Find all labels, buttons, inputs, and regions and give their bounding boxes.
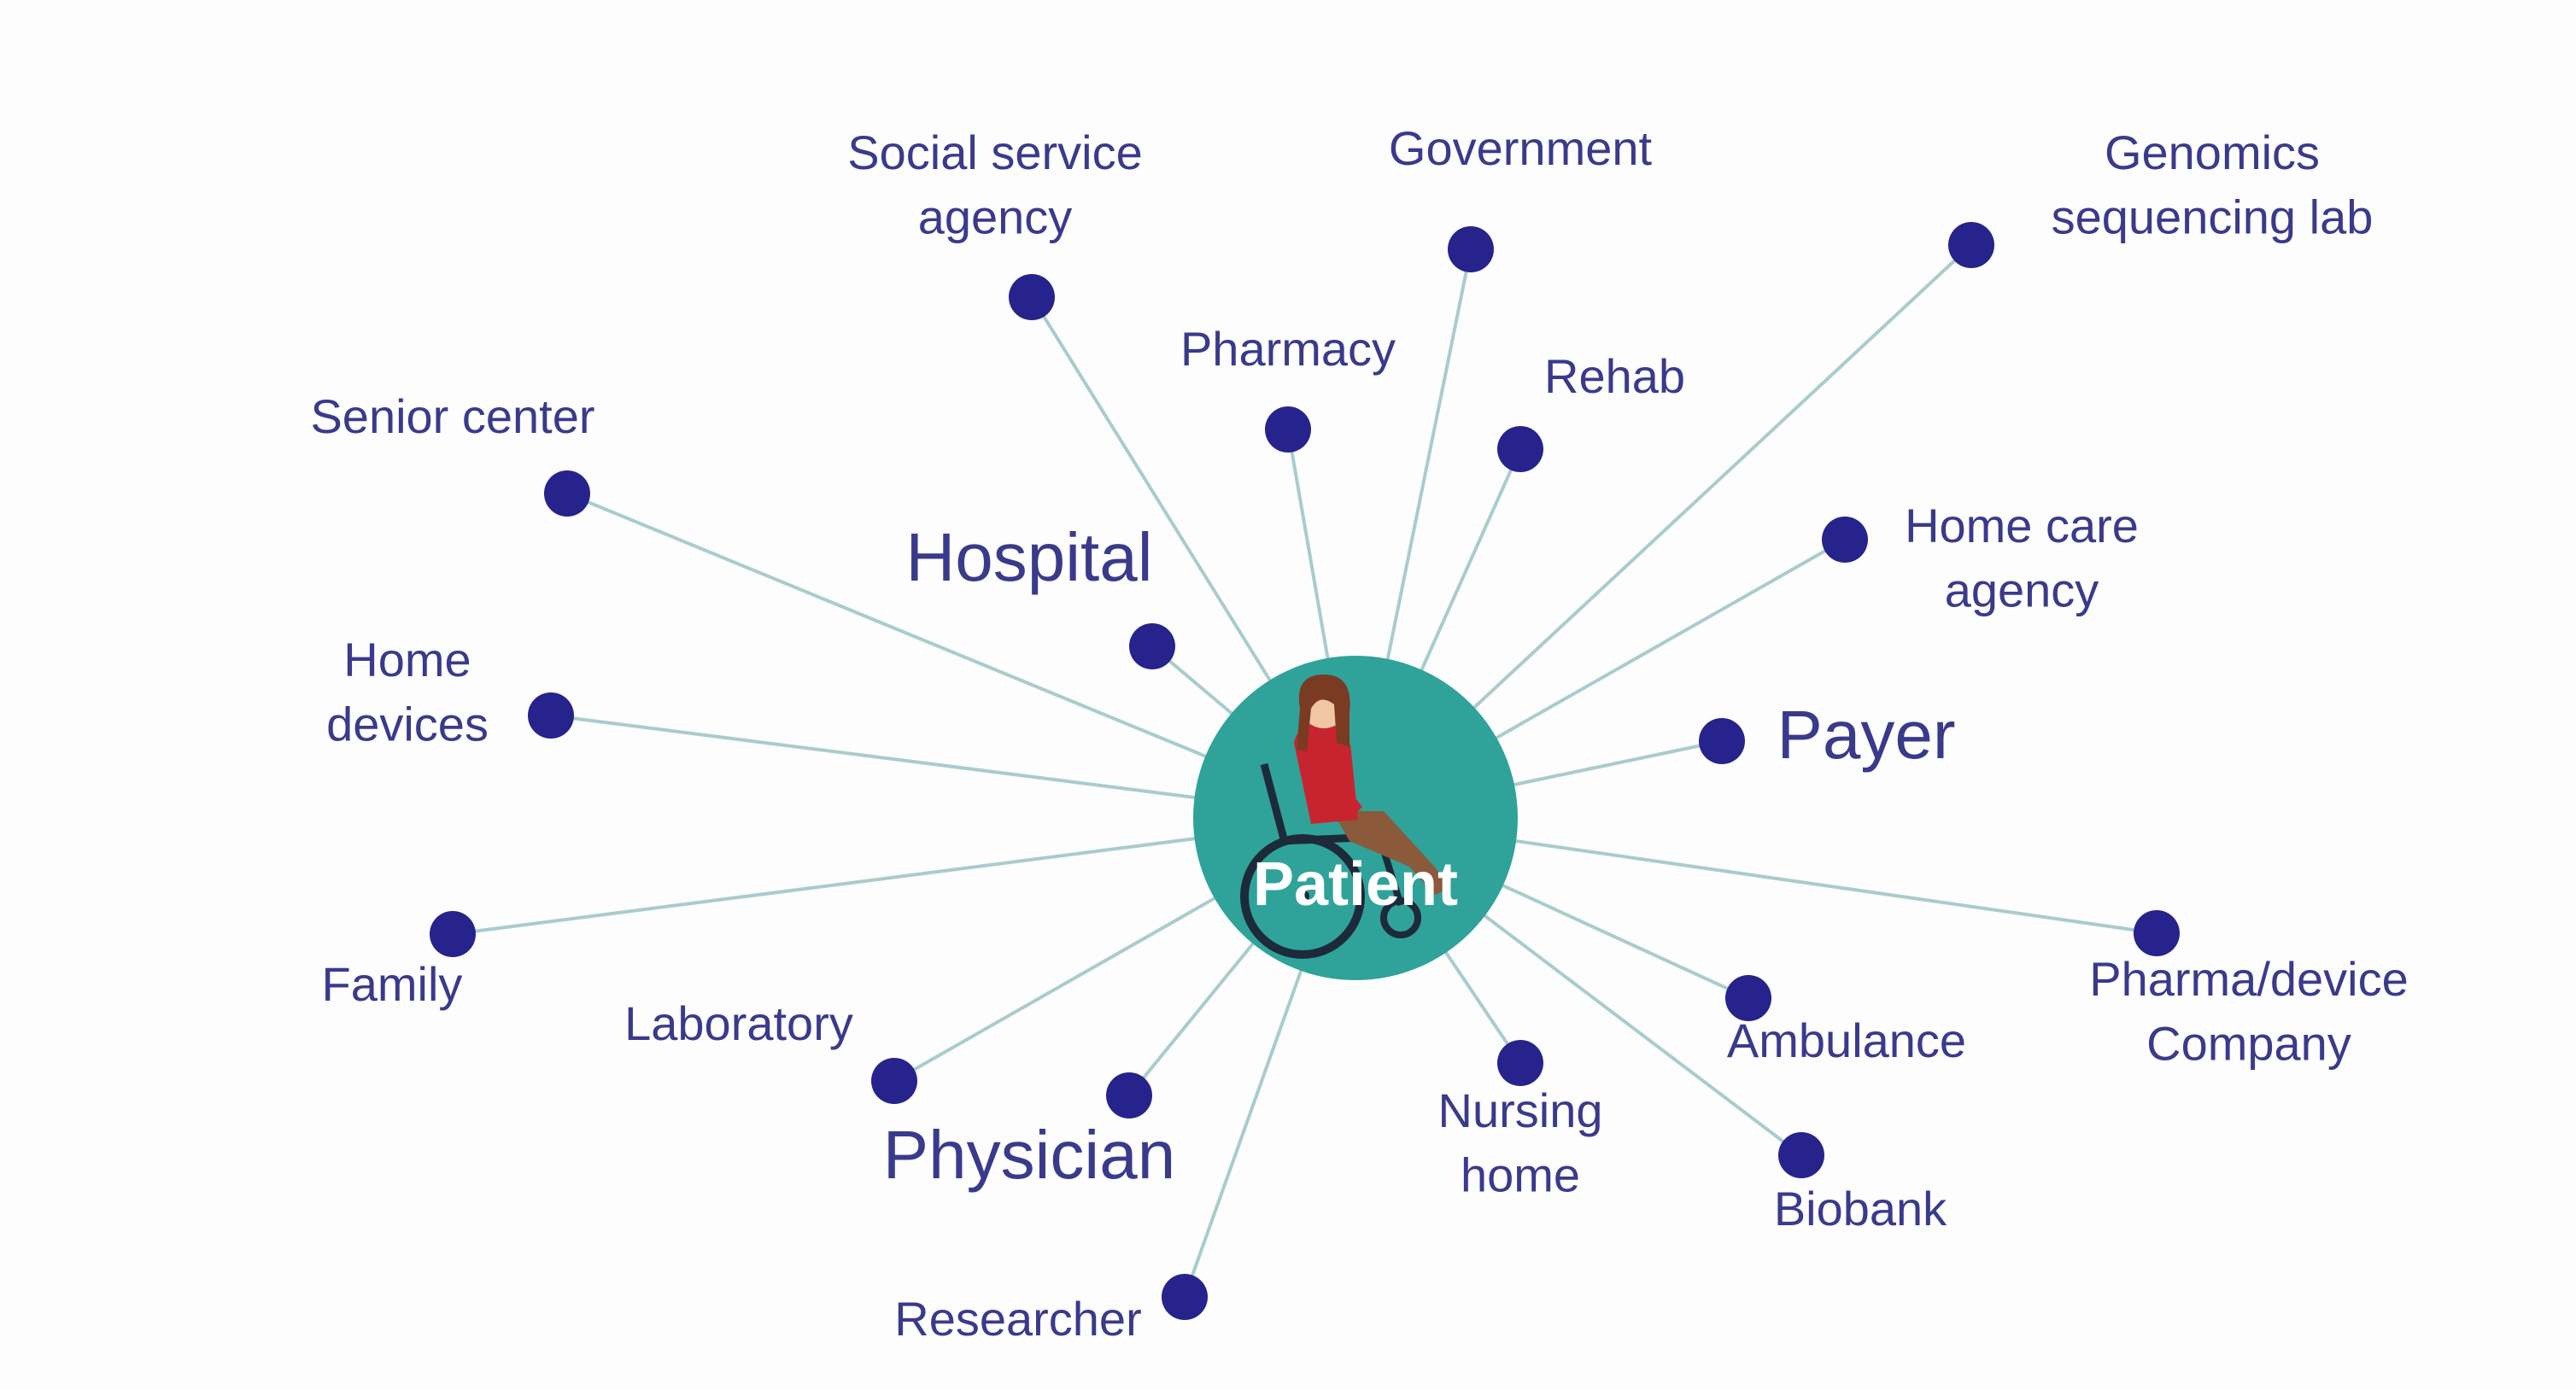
node-nursing-home: Nursing home (1438, 1040, 1603, 1202)
patient-hub: Patient (1193, 656, 1518, 980)
wheelchair-user-icon (1240, 675, 1452, 959)
node-dot-home-care-agency (1822, 517, 1868, 563)
node-label-laboratory: Laboratory (624, 996, 853, 1050)
node-label-line: Company (2146, 1017, 2351, 1071)
node-social-service-agency: Social service agency (847, 126, 1143, 320)
node-dot-social-service-agency (1009, 274, 1055, 320)
node-label-ambulance: Ambulance (1727, 1013, 1966, 1067)
node-dot-pharma-device-company (2134, 910, 2180, 956)
node-label-line: Senior center (310, 389, 594, 443)
node-ambulance: Ambulance (1725, 975, 1966, 1067)
node-dot-senior-center (544, 470, 590, 517)
node-rehab: Rehab (1497, 349, 1685, 472)
node-label-family: Family (322, 957, 463, 1011)
node-hospital: Hospital (905, 519, 1175, 669)
node-dot-genomics-sequencing-lab (1948, 222, 1994, 268)
node-biobank: Biobank (1774, 1132, 1947, 1235)
node-label-government: Government (1389, 121, 1653, 175)
node-label-line: agency (918, 190, 1073, 244)
node-label-hospital: Hospital (905, 519, 1152, 595)
node-laboratory: Laboratory (624, 996, 917, 1104)
node-label-line: Researcher (894, 1292, 1141, 1346)
node-label-line: Government (1389, 121, 1653, 175)
node-family: Family (322, 911, 476, 1011)
node-label-payer: Payer (1777, 697, 1956, 773)
node-label-line: Hospital (905, 519, 1152, 595)
node-payer: Payer (1699, 697, 1955, 773)
node-label-line: Home care (1905, 499, 2139, 552)
node-label-line: Biobank (1774, 1182, 1947, 1235)
node-label-pharmacy: Pharmacy (1180, 322, 1396, 376)
node-government: Government (1389, 121, 1653, 272)
node-home-care-agency: Home care agency (1822, 499, 2139, 617)
node-label-biobank: Biobank (1774, 1182, 1947, 1235)
node-dot-pharmacy (1265, 406, 1311, 453)
node-senior-center: Senior center (310, 389, 595, 517)
node-label-home-care-agency: Home care agency (1905, 499, 2139, 617)
node-home-devices: Home devices (326, 633, 574, 751)
node-label-social-service-agency: Social service agency (847, 126, 1142, 244)
node-label-line: Pharma/device (2089, 952, 2409, 1006)
node-label-line: agency (1945, 564, 2099, 617)
node-label-line: Payer (1777, 697, 1956, 773)
node-dot-laboratory (871, 1058, 917, 1104)
stakeholder-nodes: Social service agency Government Genomics se… (310, 121, 2408, 1346)
node-label-line: Home (343, 633, 471, 686)
node-label-line: Nursing (1438, 1083, 1603, 1137)
node-dot-payer (1699, 718, 1745, 764)
node-label-senior-center: Senior center (310, 389, 594, 443)
node-label-physician: Physician (883, 1117, 1175, 1193)
node-dot-nursing-home (1497, 1040, 1543, 1086)
node-dot-physician (1106, 1072, 1152, 1118)
node-dot-ambulance (1725, 975, 1771, 1021)
node-researcher: Researcher (894, 1274, 1208, 1346)
node-dot-government (1448, 226, 1494, 272)
node-label-genomics-sequencing-lab: Genomics sequencing lab (2052, 126, 2374, 244)
node-dot-rehab (1497, 426, 1543, 472)
node-label-line: Social service (847, 126, 1142, 179)
node-label-line: Physician (883, 1117, 1175, 1193)
node-physician: Physician (883, 1072, 1175, 1193)
node-label-nursing-home: Nursing home (1438, 1083, 1603, 1202)
node-label-researcher: Researcher (894, 1292, 1141, 1346)
node-label-line: sequencing lab (2052, 190, 2374, 244)
node-dot-family (430, 911, 476, 957)
node-label-line: Family (322, 957, 463, 1011)
node-label-line: devices (326, 698, 489, 751)
node-label-line: Genomics (2105, 126, 2320, 179)
node-label-line: Ambulance (1727, 1013, 1966, 1067)
node-label-home-devices: Home devices (326, 633, 489, 751)
node-dot-home-devices (528, 692, 574, 739)
node-genomics-sequencing-lab: Genomics sequencing lab (1948, 126, 2373, 268)
node-label-line: Laboratory (624, 996, 853, 1050)
node-label-rehab: Rehab (1544, 349, 1685, 403)
node-dot-hospital (1129, 623, 1175, 669)
node-label-line: Pharmacy (1180, 322, 1396, 376)
node-dot-biobank (1778, 1132, 1824, 1178)
node-label-line: Rehab (1544, 349, 1685, 403)
node-dot-researcher (1162, 1274, 1208, 1320)
node-label-line: home (1461, 1148, 1580, 1202)
node-pharmacy: Pharmacy (1180, 322, 1396, 453)
patient-label: Patient (1253, 850, 1458, 919)
